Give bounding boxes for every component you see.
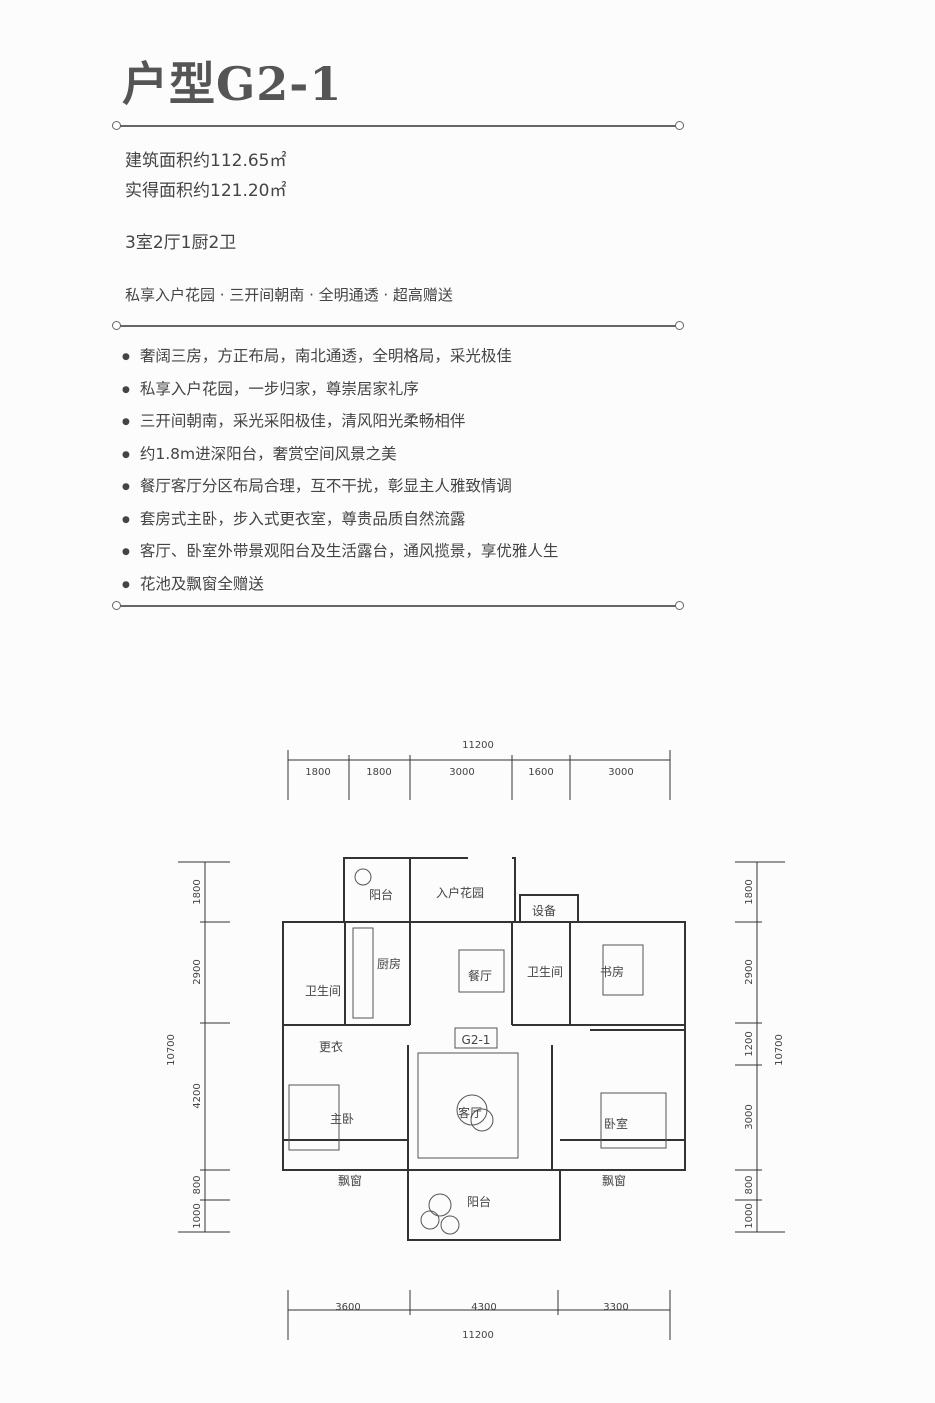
dim-label: 1800 <box>744 879 755 904</box>
actual-area: 实得面积约121.20㎡ <box>125 181 287 201</box>
room-label: 卫生间 <box>527 965 563 979</box>
dim-label: 3000 <box>744 1104 755 1129</box>
room-label: 阳台 <box>369 887 393 902</box>
room-label: 设备 <box>532 904 556 918</box>
feature-item: 私享入户花园，一步归家，尊崇居家礼序 <box>122 377 558 410</box>
room-label: 客厅 <box>458 1105 482 1120</box>
room-label: 阳台 <box>467 1194 491 1209</box>
furniture <box>288 868 667 1235</box>
dimension-labels: 11200 1800 1800 3000 1600 3000 3600 4300… <box>166 740 785 1341</box>
walls <box>282 857 686 1241</box>
dim-label: 1800 <box>366 767 391 778</box>
dim-label: 800 <box>192 1175 203 1194</box>
feature-item: 客厅、卧室外带景观阳台及生活露台，通风揽景，享优雅人生 <box>122 539 559 572</box>
dim-label: 11200 <box>462 1330 494 1341</box>
divider <box>112 321 684 330</box>
dim-label: 2900 <box>744 959 755 984</box>
building-area: 建筑面积约112.65㎡ <box>125 151 287 171</box>
feature-list: 奢阔三房，方正布局，南北通透，全明格局，采光极佳 私享入户花园，一步归家，尊崇居… <box>122 344 559 605</box>
tagline: 私享入户花园 · 三开间朝南 · 全明通透 · 超高赠送 <box>125 286 453 304</box>
room-label: 书房 <box>600 964 624 979</box>
dim-label: 3300 <box>603 1302 628 1313</box>
room-label: 厨房 <box>377 956 401 971</box>
feature-item: 餐厅客厅分区布局合理，互不干扰，彰显主人雅致情调 <box>122 474 558 507</box>
page-title: 户型G2-1 <box>122 57 343 111</box>
dim-label: 1200 <box>744 1031 755 1056</box>
feature-item: 奢阔三房，方正布局，南北通透，全明格局，采光极佳 <box>122 344 558 377</box>
divider <box>112 601 684 610</box>
room-label: 卫生间 <box>305 984 341 998</box>
dim-label: 1600 <box>528 767 553 778</box>
dim-label: 800 <box>744 1175 755 1194</box>
room-layout: 3室2厅1厨2卫 <box>125 233 237 253</box>
dim-label: 2900 <box>192 959 203 984</box>
room-label: 飘窗 <box>338 1174 362 1188</box>
dim-label: 1800 <box>305 767 330 778</box>
room-labels: 阳台 入户花园 设备 厨房 餐厅 卫生间 卫生间 书房 G2-1 更衣 主卧 客… <box>305 885 628 1209</box>
room-label: 入户花园 <box>436 885 484 900</box>
room-label: 餐厅 <box>468 968 492 983</box>
dim-label: 10700 <box>166 1034 177 1066</box>
dim-label: 3000 <box>449 767 474 778</box>
dim-label: 11200 <box>462 740 494 751</box>
unit-code-label: G2-1 <box>462 1033 491 1047</box>
feature-item: 套房式主卧，步入式更衣室，尊贵品质自然流露 <box>122 507 558 540</box>
room-label: 飘窗 <box>602 1174 626 1188</box>
dim-label: 3600 <box>335 1302 360 1313</box>
dim-label: 4200 <box>192 1083 203 1108</box>
feature-item: 花池及飘窗全赠送 <box>122 572 558 605</box>
dim-label: 3000 <box>608 767 633 778</box>
divider <box>112 121 684 130</box>
dim-label: 1800 <box>192 879 203 904</box>
feature-item: 三开间朝南，采光采阳极佳，清风阳光柔畅相伴 <box>122 409 558 442</box>
room-label: 主卧 <box>330 1112 354 1126</box>
dim-label: 1000 <box>744 1203 755 1228</box>
feature-item: 约1.8m进深阳台，奢赏空间风景之美 <box>122 442 558 475</box>
dim-label: 4300 <box>471 1302 496 1313</box>
room-label: 卧室 <box>604 1116 628 1131</box>
dim-label: 1000 <box>192 1203 203 1228</box>
dim-label: 10700 <box>774 1034 785 1066</box>
dimension-lines <box>178 750 785 1340</box>
room-label: 更衣 <box>319 1039 343 1054</box>
